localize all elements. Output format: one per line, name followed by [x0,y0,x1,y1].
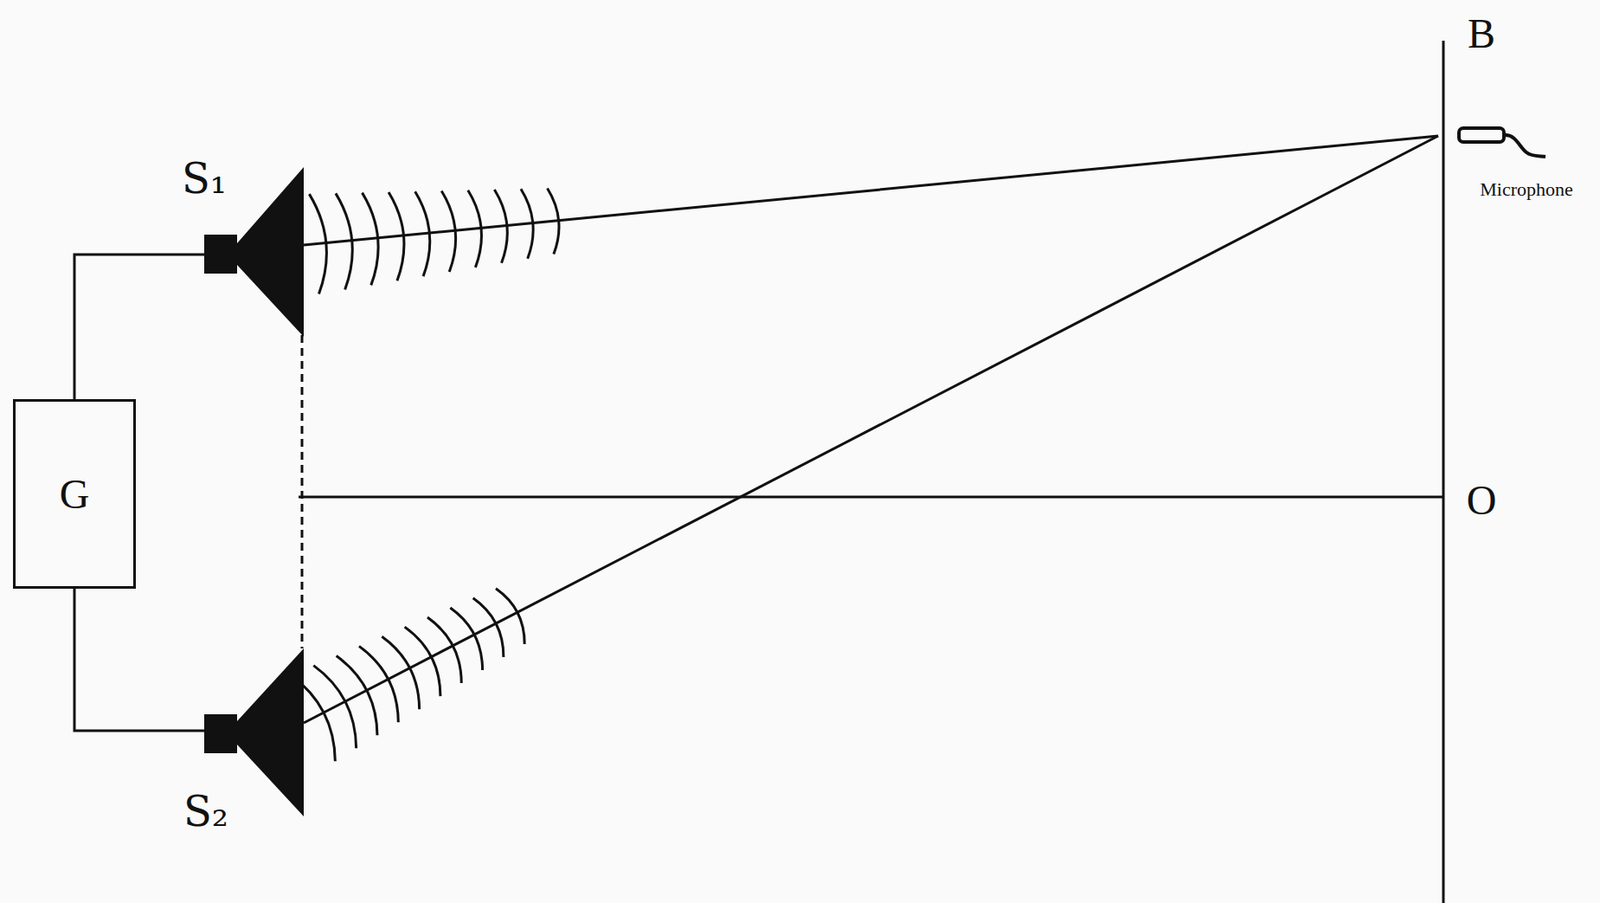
wave-arc [427,612,470,683]
speaker-magnet [204,713,238,753]
wave-arc [388,191,408,282]
wire [74,588,205,731]
center-line [298,495,1444,499]
wave-arc [335,192,357,290]
wave-arc [468,189,486,268]
wave-arc [441,189,459,272]
wave-arc [415,190,434,277]
generator-box: G [12,398,136,589]
wire [74,254,205,399]
speaker-cone [237,648,304,817]
wave-arc [362,191,383,285]
mic-cable [1505,134,1546,157]
microphone-body [1458,128,1504,142]
microphone-label: Microphone [1479,179,1574,200]
wave-arc [404,622,450,696]
wave-arc [336,650,388,736]
wave-arc [547,187,563,255]
wave-group [290,569,540,762]
wave-arc [473,593,512,657]
speaker-magnet [204,234,238,274]
path-line [303,135,1439,723]
speaker-cone [237,167,304,337]
wave-arc [313,659,367,748]
wave-arc [308,192,331,295]
screen-line [1442,40,1446,903]
source-label: S₂ [183,790,229,832]
point-label: B [1467,12,1496,55]
box-label: G [59,473,90,515]
source-label: S₁ [181,157,227,200]
wave-group [308,170,564,295]
path-line [303,135,1439,245]
wave-arc [449,603,491,670]
sound-waves [290,170,564,761]
wave-arc [290,668,347,761]
wave-arc [495,584,533,644]
wave-arc [494,188,511,264]
point-label: O [1466,479,1498,521]
baseline-dashed [301,334,304,649]
wave-arc [520,187,537,258]
